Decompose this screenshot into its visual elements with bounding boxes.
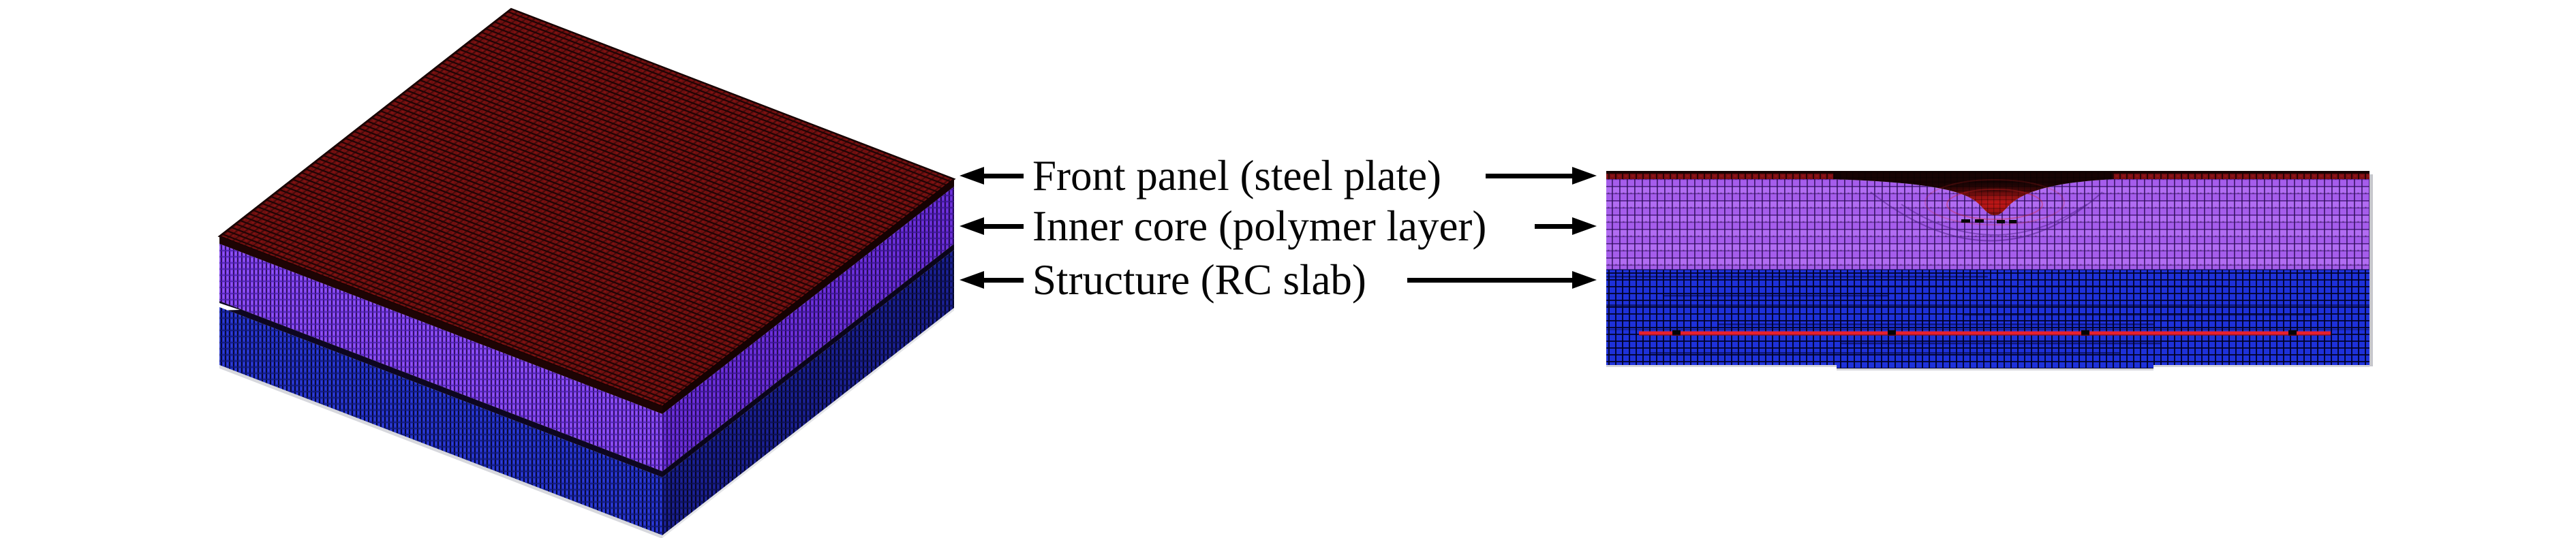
arrow-shaft bbox=[1486, 173, 1572, 178]
arrow-structure-left bbox=[960, 271, 1024, 289]
section-steel-strip-left bbox=[1606, 172, 1833, 179]
arrowhead-right-icon bbox=[1572, 167, 1597, 185]
arrow-shaft bbox=[984, 277, 1024, 283]
label-inner-core: Inner core (polymer layer) bbox=[1032, 202, 1487, 250]
arrowhead-left-icon bbox=[960, 217, 984, 235]
core-slab-gap-right bbox=[662, 244, 954, 477]
model-shadow-left bbox=[219, 365, 662, 538]
model-shadow-right bbox=[662, 308, 954, 538]
steel-plate-top-face-weave bbox=[219, 9, 954, 407]
label-structure: Structure (RC slab) bbox=[1032, 256, 1366, 304]
rebar-row-shade bbox=[1606, 329, 2370, 330]
arrow-shaft bbox=[1407, 277, 1572, 283]
section-bottom-shadow bbox=[1606, 365, 1837, 367]
arrow-structure-right bbox=[1407, 271, 1597, 289]
polymer-flow-line bbox=[1870, 191, 2103, 242]
polymer-flow-line bbox=[1901, 204, 2087, 236]
arrow-shaft bbox=[984, 173, 1024, 178]
cross-section-view bbox=[1606, 171, 2373, 370]
section-top-edge bbox=[1606, 171, 2370, 172]
arrow-front-panel-right bbox=[1486, 167, 1597, 185]
arrowhead-left-icon bbox=[960, 167, 984, 185]
arrowhead-right-icon bbox=[1572, 271, 1597, 289]
section-steel-strip-right bbox=[2113, 172, 2370, 179]
concrete-crack-streaks bbox=[1606, 276, 2370, 354]
arrowhead-left-icon bbox=[960, 271, 984, 289]
section-right-shadow bbox=[2370, 174, 2373, 366]
steel-plate-side-left bbox=[219, 236, 662, 414]
section-bottom-shadow bbox=[1837, 368, 2153, 370]
arrow-shaft bbox=[1535, 223, 1572, 229]
section-bottom-shadow bbox=[2153, 365, 2370, 367]
impact-crater-mesh bbox=[1831, 172, 2115, 215]
arrow-inner-core-right bbox=[1535, 217, 1597, 235]
core-slab-gap-left bbox=[219, 301, 662, 477]
crater-contour bbox=[1925, 179, 2065, 225]
arrow-front-panel-left bbox=[960, 167, 1024, 185]
polymer-core-side-left bbox=[219, 244, 662, 471]
polymer-slab-interface bbox=[1606, 269, 2370, 270]
arrow-shaft bbox=[984, 223, 1024, 229]
rebar-gap-marks bbox=[1672, 330, 2297, 336]
rebar-line bbox=[1639, 331, 2331, 336]
arrowhead-right-icon bbox=[1572, 217, 1597, 235]
crater-damage-dashes bbox=[1961, 219, 2017, 223]
isometric-model-view bbox=[215, 7, 956, 538]
steel-plate-side-right bbox=[662, 179, 954, 414]
rc-slab-side-left bbox=[219, 307, 662, 535]
label-front-panel: Front panel (steel plate) bbox=[1032, 152, 1442, 200]
rc-slab-side-right bbox=[662, 250, 954, 535]
arrow-inner-core-left bbox=[960, 217, 1024, 235]
polymer-core-side-right bbox=[662, 187, 954, 471]
crater-contour bbox=[1946, 189, 2043, 220]
section-polymer-layer bbox=[1606, 179, 2370, 274]
